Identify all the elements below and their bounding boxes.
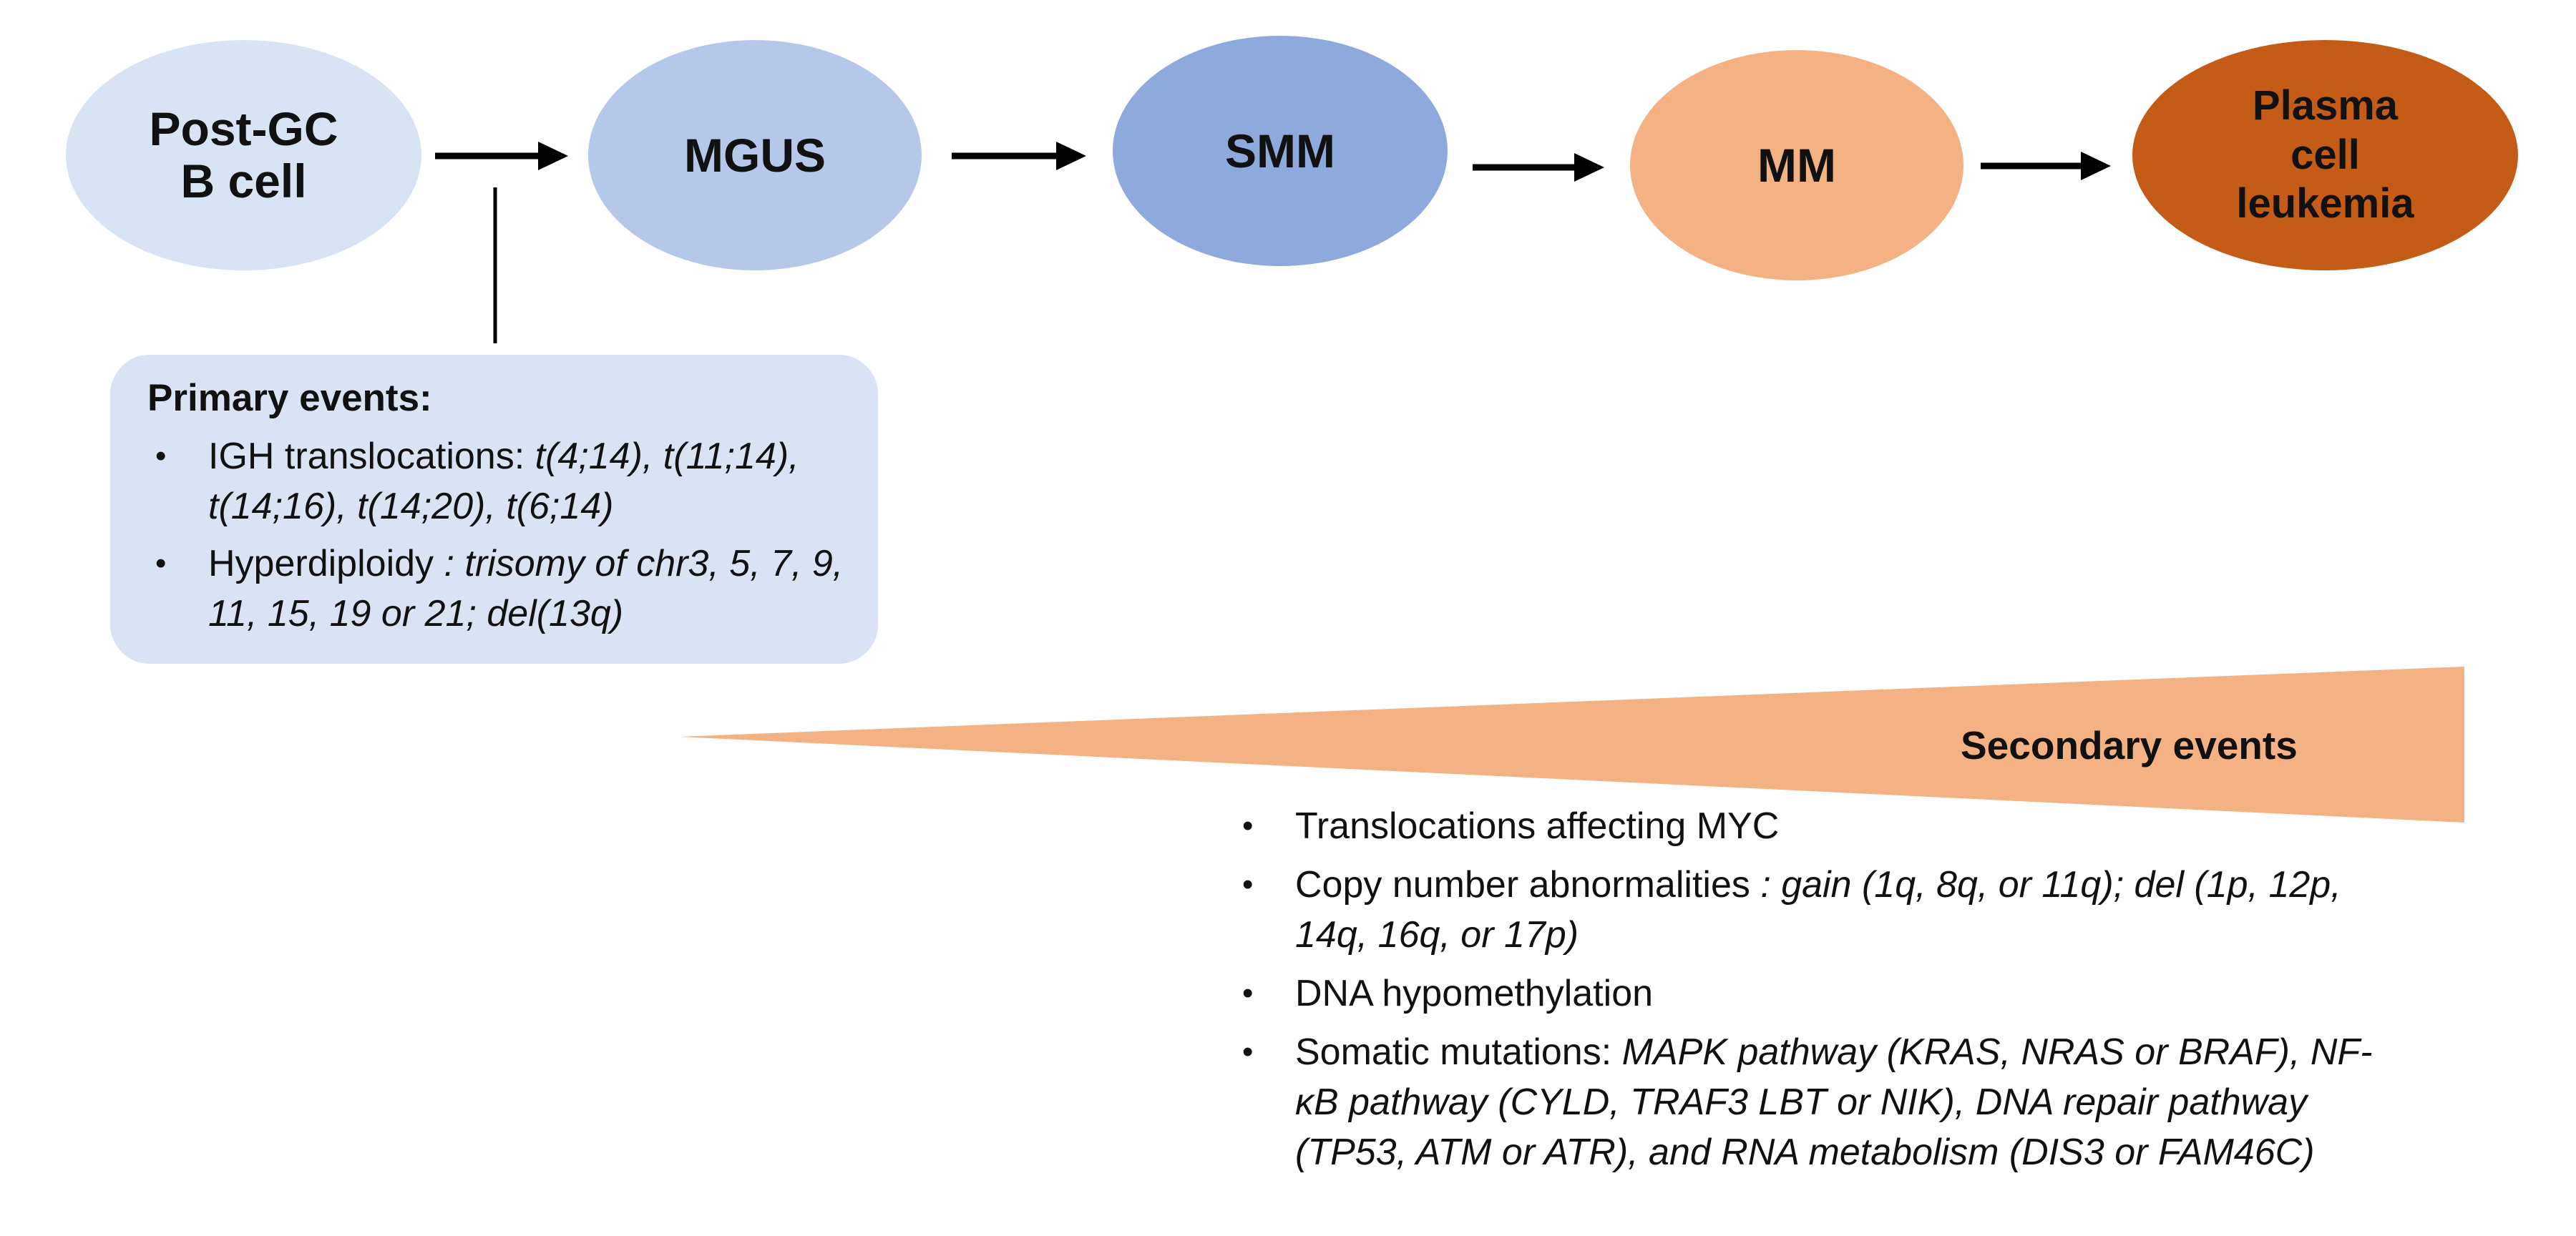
secondary-item-lead: Copy number abnormalities (1295, 864, 1761, 906)
primary-item-detail: : trisomy of chr3, 5, 7, 9, 11, 15, 19 o… (208, 543, 844, 634)
stage-mm: MM (1630, 50, 1963, 280)
list-item: • DNA hypomethylation (1242, 968, 2411, 1019)
bullet-icon: • (1242, 867, 1254, 902)
primary-events-box: Primary events: • IGH translocations: t(… (110, 355, 878, 664)
stage-post-gc-b-cell: Post-GC B cell (66, 40, 421, 270)
stage-label: Post-GC B cell (149, 102, 338, 207)
secondary-item-lead: DNA hypomethylation (1295, 973, 1654, 1014)
secondary-events-wedge (680, 667, 2464, 823)
stage-mgus: MGUS (588, 40, 922, 270)
list-item: • Somatic mutations: MAPK pathway (KRAS,… (1242, 1027, 2411, 1177)
bullet-icon: • (155, 438, 167, 474)
stage-smm: SMM (1113, 36, 1448, 266)
list-item: • Copy number abnormalities : gain (1q, … (1242, 860, 2411, 960)
stage-label: Plasma cell leukemia (2236, 82, 2414, 227)
primary-events-title: Primary events: (147, 377, 432, 419)
secondary-item-detail: MAPK pathway (KRAS, NRAS or BRAF), NF-κB… (1295, 1031, 2373, 1173)
bullet-icon: • (1242, 976, 1254, 1011)
arrow-smm-to-mm (1473, 153, 1604, 182)
secondary-events-label: Secondary events (1961, 723, 2298, 767)
list-item: • IGH translocations: t(4;14), t(11;14),… (155, 431, 849, 531)
secondary-item-lead: Translocations affecting MYC (1295, 805, 1780, 847)
stage-label: MGUS (684, 129, 826, 182)
bullet-icon: • (155, 546, 167, 581)
primary-item-lead: IGH translocations: (208, 436, 535, 477)
stage-label: MM (1757, 139, 1836, 192)
list-item: • Hyperdiploidy : trisomy of chr3, 5, 7,… (155, 539, 849, 639)
arrow-mgus-to-smm (952, 142, 1086, 170)
secondary-events-list: • Translocations affecting MYC • Copy nu… (1242, 801, 2411, 1186)
bullet-icon: • (1242, 1034, 1254, 1069)
secondary-item-lead: Somatic mutations: (1295, 1031, 1622, 1073)
primary-item-lead: Hyperdiploidy (208, 543, 444, 584)
stage-label: SMM (1225, 124, 1335, 177)
list-item: • Translocations affecting MYC (1242, 801, 2411, 851)
arrow-mm-to-plasma-cell-leukemia (1981, 152, 2111, 180)
primary-item-detail: t(4;14), t(11;14), t(14;16), t(14;20), t… (208, 436, 799, 527)
stage-plasma-cell-leukemia: Plasma cell leukemia (2132, 40, 2518, 270)
arrow-post-gc-to-mgus (435, 142, 568, 170)
primary-events-list: • IGH translocations: t(4;14), t(11;14),… (69, 431, 849, 639)
bullet-icon: • (1242, 808, 1254, 843)
secondary-item-detail: : gain (1q, 8q, or 11q); del (1p, 12p, 1… (1295, 864, 2341, 956)
